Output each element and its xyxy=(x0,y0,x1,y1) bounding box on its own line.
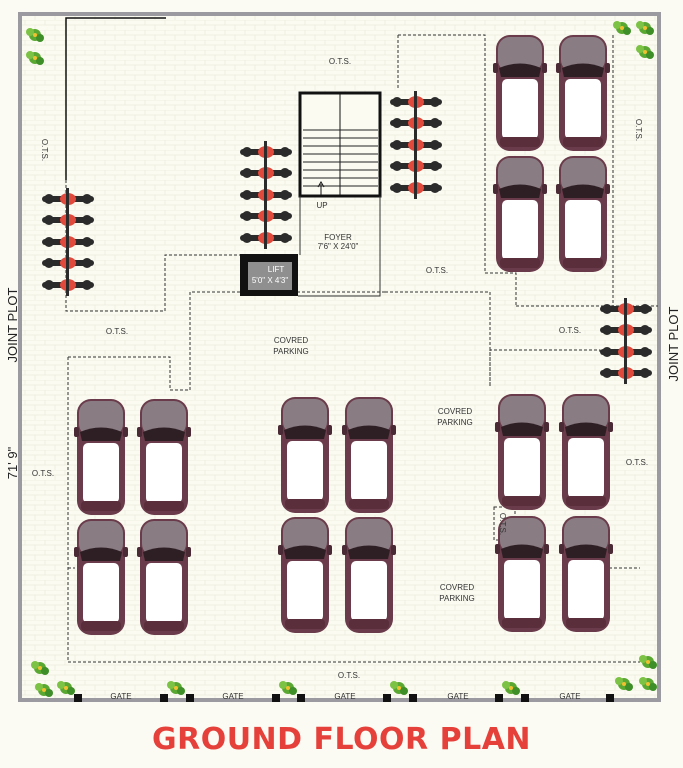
stair-up-label: UP xyxy=(316,201,327,210)
ots-label-vertical: O.T.S. xyxy=(40,139,49,161)
gate-label: GATE xyxy=(110,692,131,701)
left-joint-plot-label: JOINT PLOT xyxy=(5,288,20,363)
plot-width-dimension: 71' 9" xyxy=(5,446,20,479)
page-title: GROUND FLOOR PLAN xyxy=(151,722,532,757)
ots-label: O.T.S. xyxy=(338,671,360,680)
car xyxy=(137,519,191,635)
ots-label: O.T.S. xyxy=(32,469,54,478)
car xyxy=(556,35,610,151)
car xyxy=(556,156,610,272)
car xyxy=(74,519,128,635)
gate-label: GATE xyxy=(447,692,468,701)
floor-plan-drawing: UP FOYER 7'6" X 24'0" LIFT 5'0" X 4'3" xyxy=(5,12,681,702)
foyer-size-label: 7'6" X 24'0" xyxy=(318,242,359,251)
car xyxy=(278,397,332,513)
ots-label: O.T.S. xyxy=(626,458,648,467)
foyer-outline xyxy=(298,196,381,297)
gate-posts xyxy=(74,694,614,702)
covered-parking-label: COVRED xyxy=(438,407,472,416)
ots-label: O.T.S. xyxy=(426,266,448,275)
staircase xyxy=(298,91,382,198)
ots-label-vertical: O.T.S. xyxy=(634,119,643,141)
ots-label: O.T.S. xyxy=(106,327,128,336)
car xyxy=(559,394,613,510)
covered-parking-label: PARKING xyxy=(437,418,472,427)
car xyxy=(559,516,613,632)
gate-label: GATE xyxy=(222,692,243,701)
car xyxy=(74,399,128,515)
plot-entry-line xyxy=(65,17,166,180)
lift-size-label: 5'0" X 4'3" xyxy=(252,276,288,285)
gate-label: GATE xyxy=(559,692,580,701)
covered-parking-label: COVRED xyxy=(440,583,474,592)
car xyxy=(493,156,547,272)
covered-parking-label: PARKING xyxy=(439,594,474,603)
car xyxy=(342,517,396,633)
lift-label: LIFT xyxy=(268,265,285,274)
ots-label: O.T.S. xyxy=(329,57,351,66)
covered-parking-label: COVRED xyxy=(274,336,308,345)
plot-boundary-wall xyxy=(18,12,661,702)
foyer-label: FOYER xyxy=(324,233,352,242)
car xyxy=(342,397,396,513)
ots-label-vertical: O.T.S. xyxy=(498,513,507,535)
gate-label: GATE xyxy=(334,692,355,701)
car xyxy=(137,399,191,515)
car xyxy=(278,517,332,633)
covered-parking-label: PARKING xyxy=(273,347,308,356)
right-joint-plot-label: JOINT PLOT xyxy=(666,307,681,382)
car xyxy=(495,394,549,510)
ots-label: O.T.S. xyxy=(559,326,581,335)
car xyxy=(493,35,547,151)
